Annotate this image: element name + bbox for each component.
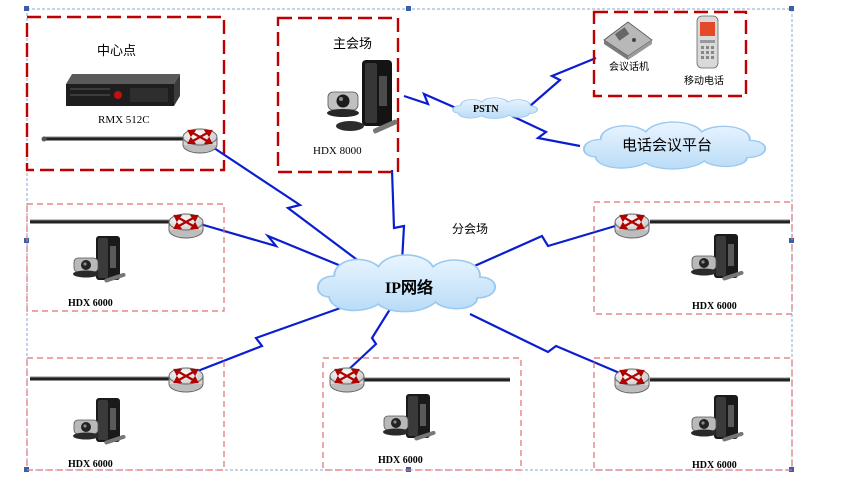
main-venue-label: 主会场: [333, 37, 372, 52]
phone-conference-platform-cloud: 电话会议平台: [582, 121, 767, 170]
video-terminal-icon: [72, 397, 127, 446]
video-terminal-icon: [690, 233, 745, 282]
hdx6000-label: HDX 6000: [68, 298, 113, 309]
hdx6000-label: HDX 6000: [378, 455, 423, 466]
mcu-device-icon: [66, 74, 180, 106]
branch-venue-label: 分会场: [452, 222, 488, 236]
branch-right-bottom: HDX 6000: [593, 357, 793, 471]
mobile-phone-icon: [696, 15, 719, 69]
link-right-bottom-ip: [469, 313, 623, 376]
video-terminal-icon: [327, 60, 398, 134]
link-pstn-phones: [529, 56, 597, 107]
hdx6000-label: HDX 6000: [692, 460, 737, 471]
link-main-pstn: [403, 91, 457, 110]
branch-left-middle: HDX 6000: [26, 203, 225, 312]
center-point-label: 中心点: [97, 44, 136, 59]
link-left-bottom-ip: [189, 304, 347, 376]
center-point-box: 中心点 RMX 512C: [25, 15, 226, 172]
link-pstn-platform: [511, 115, 581, 148]
branch-left-bottom: HDX 6000: [26, 357, 225, 471]
conference-phone-icon: [603, 21, 653, 60]
link-center-ip: [213, 147, 361, 263]
branch-middle-bottom: HDX 6000: [322, 357, 522, 471]
phone-conference-platform-label: 电话会议平台: [622, 136, 712, 154]
hdx6000-label: HDX 6000: [68, 459, 113, 470]
conference-phone-label: 会议话机: [609, 60, 649, 73]
main-venue-box: 主会场 HDX 8000: [276, 16, 400, 174]
link-left-mid-ip: [199, 222, 347, 270]
pstn-cloud: PSTN: [452, 97, 539, 120]
router-icon: [167, 212, 205, 240]
video-terminal-icon: [690, 394, 745, 443]
link-main-ip: [390, 169, 406, 263]
router-icon: [181, 127, 219, 155]
pstn-label: PSTN: [473, 104, 499, 115]
hdx8000-label: HDX 8000: [313, 145, 362, 157]
router-icon: [328, 366, 366, 394]
video-terminal-icon: [72, 235, 127, 284]
rmx-label: RMX 512C: [98, 114, 150, 126]
router-icon: [613, 212, 651, 240]
router-icon: [613, 367, 651, 395]
router-icon: [167, 366, 205, 394]
branch-right-middle: HDX 6000: [593, 201, 793, 315]
link-middle-bottom-ip: [345, 305, 393, 373]
hdx6000-label: HDX 6000: [692, 301, 737, 312]
wan-links: [189, 56, 623, 376]
ip-network-cloud: IP网络: [316, 253, 497, 313]
link-right-mid-ip: [469, 222, 623, 270]
video-terminal-icon: [382, 393, 437, 442]
ip-network-label: IP网络: [385, 278, 433, 297]
phones-box: 会议话机 移动电话: [592, 10, 748, 98]
mobile-phone-label: 移动电话: [684, 74, 724, 87]
